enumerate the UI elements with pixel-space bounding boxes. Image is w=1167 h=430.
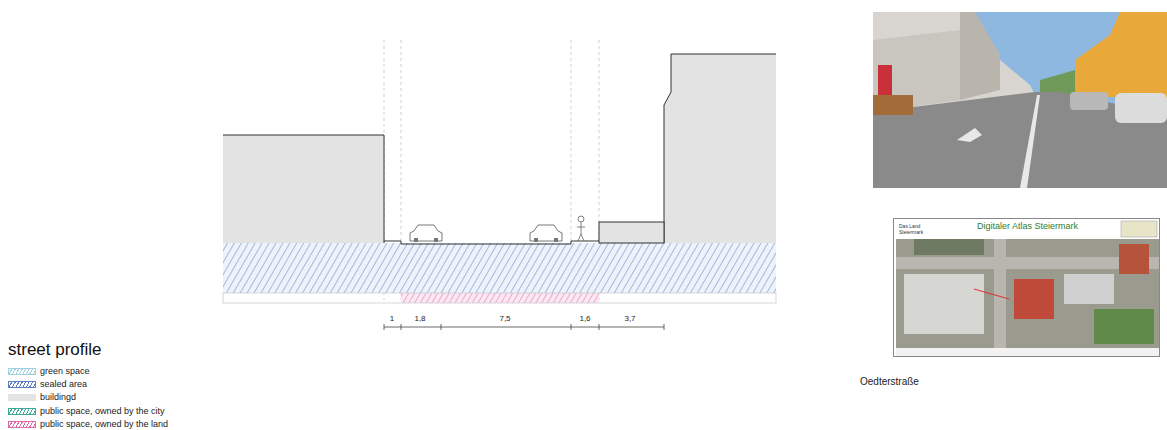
legend-swatch — [8, 421, 36, 428]
dimension-label: 1,8 — [414, 314, 425, 323]
dimension-label: 1 — [390, 314, 394, 323]
map-title: Digitaler Atlas Steiermark — [976, 221, 1079, 231]
legend-title: street profile — [8, 340, 102, 360]
legend-swatch — [8, 368, 36, 375]
legend-swatch — [8, 381, 36, 388]
aerial-map — [894, 219, 1160, 357]
legend-text: buildingd — [40, 392, 76, 403]
dimension-label: 3,7 — [624, 314, 635, 323]
legend-text: green space — [40, 366, 90, 377]
place-name: Oedterstraße — [860, 376, 919, 387]
map-panel: Digitaler Atlas Steiermark Das Land Steie… — [893, 218, 1160, 357]
map-logo-text: Das Land Steiermark — [898, 223, 922, 235]
dimension-label: 7,5 — [499, 314, 510, 323]
dimension-label: 1,6 — [579, 314, 590, 323]
legend-text: public space, owned by the city — [40, 406, 165, 417]
legend-text: sealed area — [40, 379, 87, 390]
legend-text: public space, owned by the land — [40, 419, 168, 430]
legend-swatch — [8, 408, 36, 415]
street-photo — [873, 12, 1167, 188]
legend-swatch — [8, 394, 36, 401]
